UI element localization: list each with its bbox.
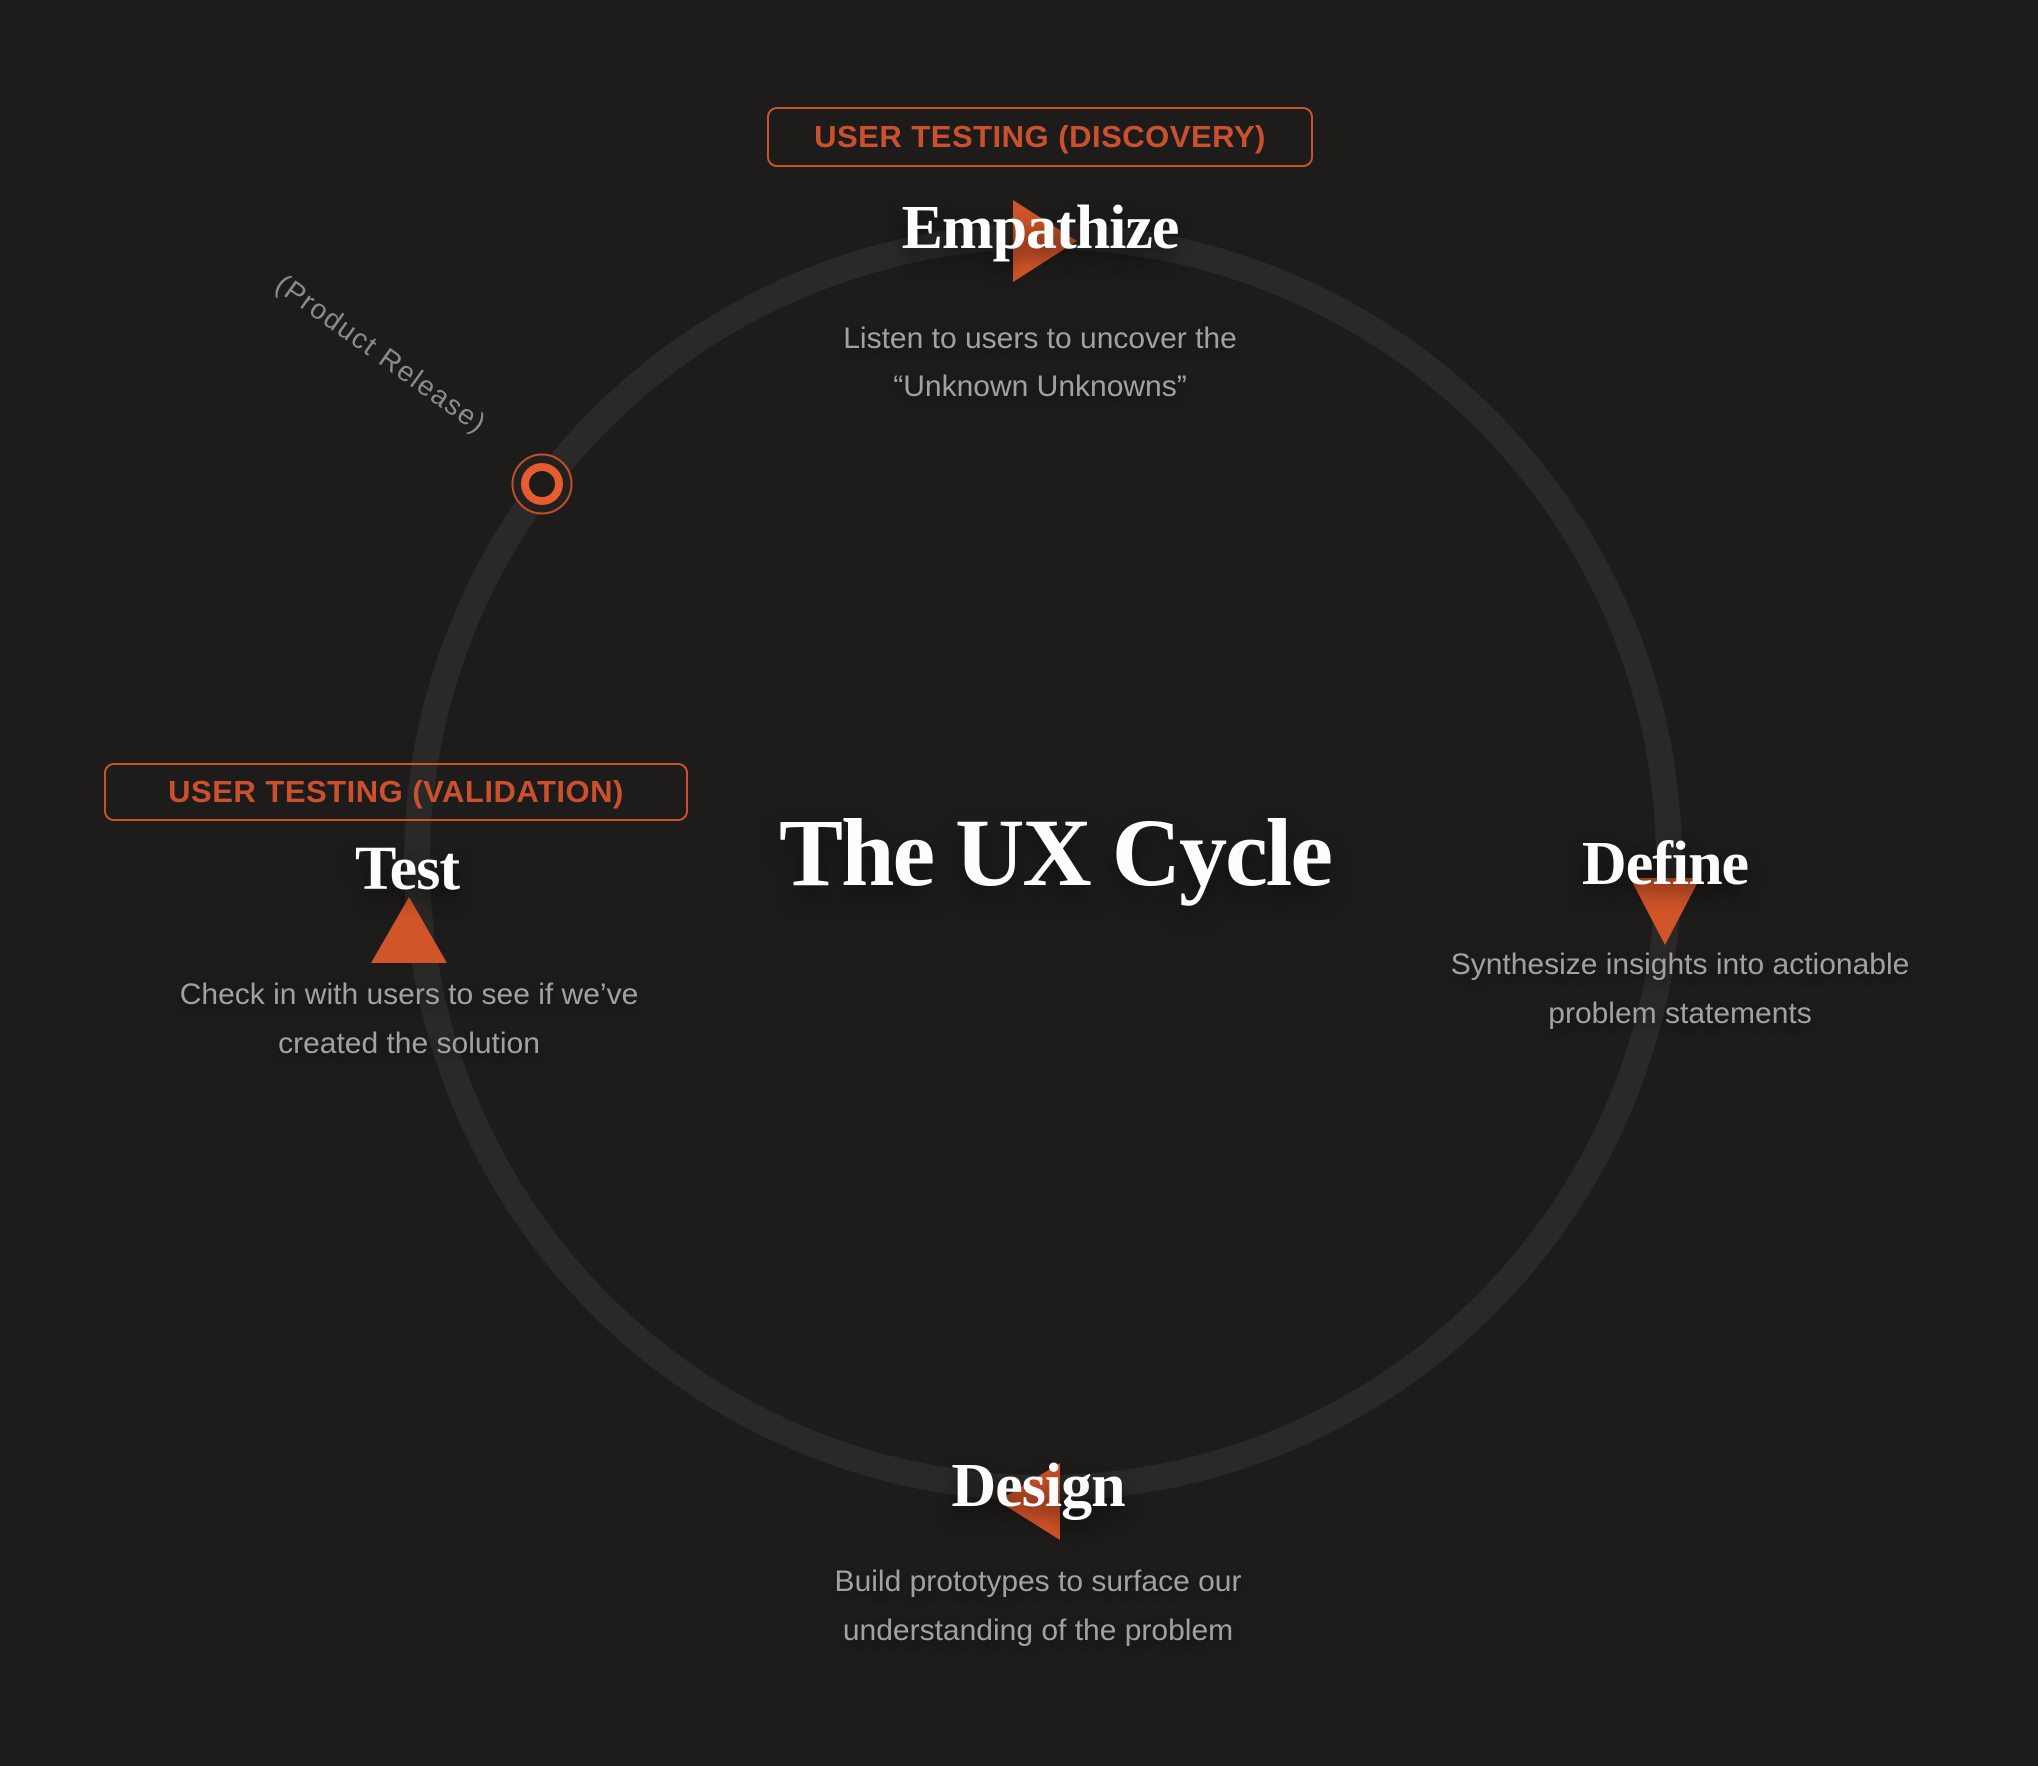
stage-description-empathize: Listen to users to uncover the “Unknown … — [843, 315, 1237, 411]
badge-user-testing-validation: USER TESTING (VALIDATION) — [104, 763, 688, 821]
badge-user-testing-discovery: USER TESTING (DISCOVERY) — [767, 107, 1313, 167]
stage-description-design-line1: Build prototypes to surface our — [834, 1565, 1242, 1598]
stage-description-design: Build prototypes to surface our understa… — [835, 1557, 1242, 1655]
diagram-title: The UX Cycle — [779, 799, 1333, 906]
stage-description-test-line2: created the solution — [278, 1027, 540, 1060]
stage-description-design-line2: understanding of the problem — [842, 1614, 1234, 1647]
stage-description-test-line1: Check in with users to see if we’ve — [179, 978, 639, 1011]
stage-description-define-line1: Synthesize insights into actionable — [1450, 948, 1910, 981]
stage-description-define-line2: problem statements — [1548, 997, 1812, 1030]
stage-label-design: Design — [951, 1452, 1125, 1520]
product-release-label: (Product Release) — [270, 268, 493, 440]
stage-description-empathize-line1: Listen to users to uncover the — [843, 322, 1237, 355]
badge-user-testing-discovery-label: USER TESTING (DISCOVERY) — [814, 119, 1266, 154]
stage-label-define: Define — [1581, 830, 1749, 898]
test-up-arrow-icon — [371, 897, 447, 963]
badge-user-testing-validation-label: USER TESTING (VALIDATION) — [168, 774, 624, 809]
stage-description-test: Check in with users to see if we’ve crea… — [180, 970, 639, 1068]
stage-description-empathize-line2: “Unknown Unknowns” — [893, 370, 1187, 403]
stage-label-test: Test — [355, 835, 460, 903]
stage-label-empathize: Empathize — [901, 194, 1180, 262]
product-release-marker — [511, 453, 573, 515]
stage-description-define: Synthesize insights into actionable prob… — [1451, 940, 1910, 1038]
